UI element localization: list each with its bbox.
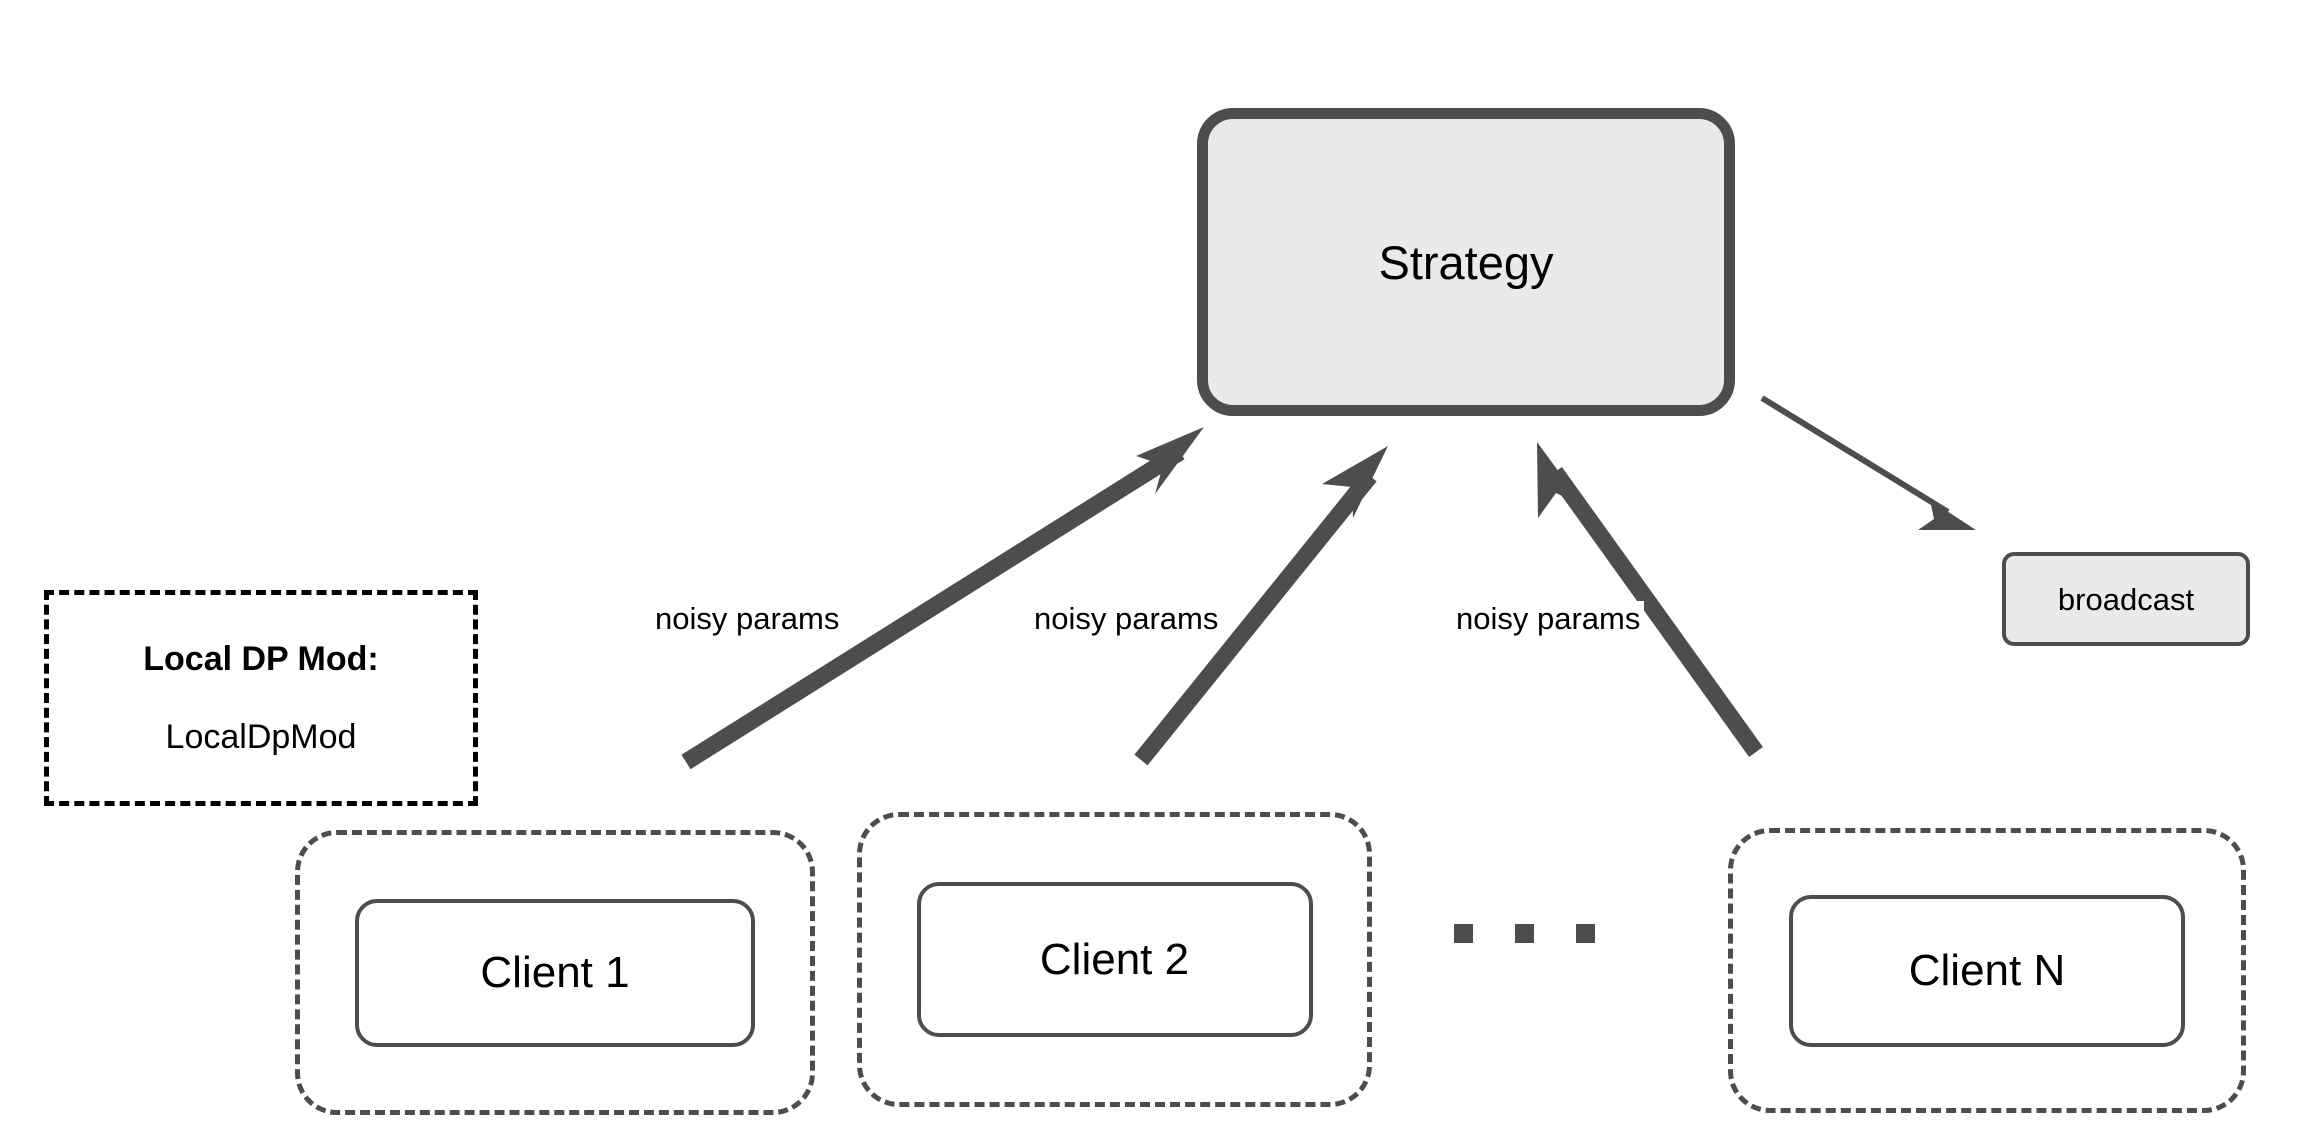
- strategy-node[interactable]: Strategy: [1197, 108, 1735, 416]
- client-1-group[interactable]: Client 1: [295, 830, 815, 1115]
- client-n-label: Client N: [1908, 945, 2066, 995]
- client-1-node[interactable]: Client 1: [355, 898, 755, 1047]
- client-2-label: Client 2: [1039, 934, 1190, 984]
- edge-label-noisy-params-3: noisy params: [1452, 601, 1645, 636]
- edge-label-noisy-params-2: noisy params: [1030, 601, 1223, 636]
- ellipsis-dot-3: [1576, 924, 1595, 943]
- client-n-node[interactable]: Client N: [1789, 894, 2185, 1047]
- clients-ellipsis: [1454, 924, 1595, 943]
- client-2-group[interactable]: Client 2: [857, 812, 1372, 1107]
- edge-strategy-to-broadcast: [1760, 395, 1976, 530]
- edge-client1-to-strategy: [681, 427, 1204, 770]
- client-1-label: Client 1: [480, 947, 630, 997]
- ellipsis-dot-1: [1454, 924, 1473, 943]
- client-2-node[interactable]: Client 2: [916, 882, 1313, 1037]
- broadcast-node-label: broadcast: [2057, 581, 2195, 617]
- local-dp-mod-legend: Local DP Mod: LocalDpMod: [44, 590, 478, 806]
- ellipsis-dot-2: [1515, 924, 1534, 943]
- local-dp-mod-title: Local DP Mod:: [143, 640, 379, 678]
- edge-clientn-to-strategy: [1537, 442, 1763, 757]
- strategy-node-label: Strategy: [1378, 235, 1554, 289]
- edge-label-noisy-params-1: noisy params: [651, 601, 844, 636]
- local-dp-mod-value: LocalDpMod: [165, 718, 357, 756]
- broadcast-node[interactable]: broadcast: [2002, 552, 2250, 646]
- client-n-group[interactable]: Client N: [1728, 828, 2246, 1113]
